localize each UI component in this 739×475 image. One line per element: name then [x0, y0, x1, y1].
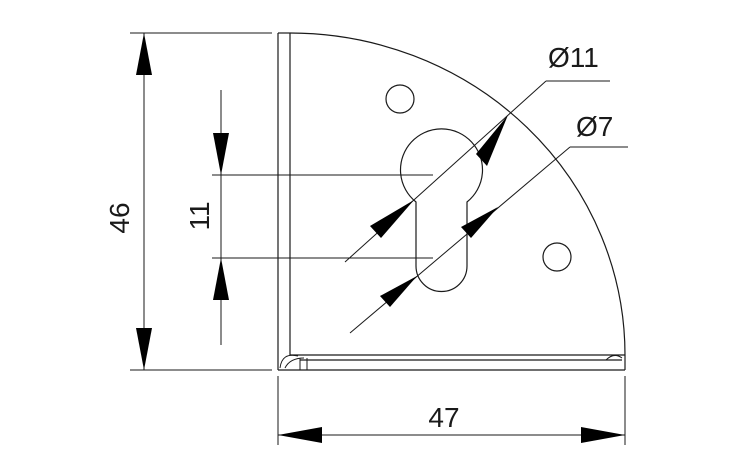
arrow-head [213, 133, 229, 175]
dimension-label-diameter-7: Ø7 [576, 111, 613, 142]
mounting-hole-right [542, 242, 572, 272]
dimension-47: 47 [278, 402, 625, 443]
mounting-hole-top [385, 84, 415, 114]
arrow-head [136, 33, 152, 75]
bracket-outline [277, 32, 626, 371]
arrow-head [213, 258, 229, 300]
arrow-head [581, 427, 625, 443]
dimension-label-11: 11 [184, 201, 215, 230]
arrow-head [370, 200, 414, 238]
arrow-head [278, 427, 322, 443]
leader-diameter-7: Ø7 [349, 111, 628, 334]
leader-diameter-11: Ø11 [344, 42, 610, 263]
dimension-label-47: 47 [428, 402, 459, 433]
arrow-head [136, 328, 152, 370]
keyhole-slot [399, 128, 484, 293]
arrow-head [380, 276, 417, 307]
arrow-head [461, 207, 498, 238]
dimension-11: 11 [184, 90, 229, 345]
dimension-46: 46 [104, 33, 152, 370]
dimension-label-46: 46 [104, 202, 135, 233]
arrow-head [476, 115, 508, 166]
dimension-label-diameter-11: Ø11 [548, 42, 599, 73]
